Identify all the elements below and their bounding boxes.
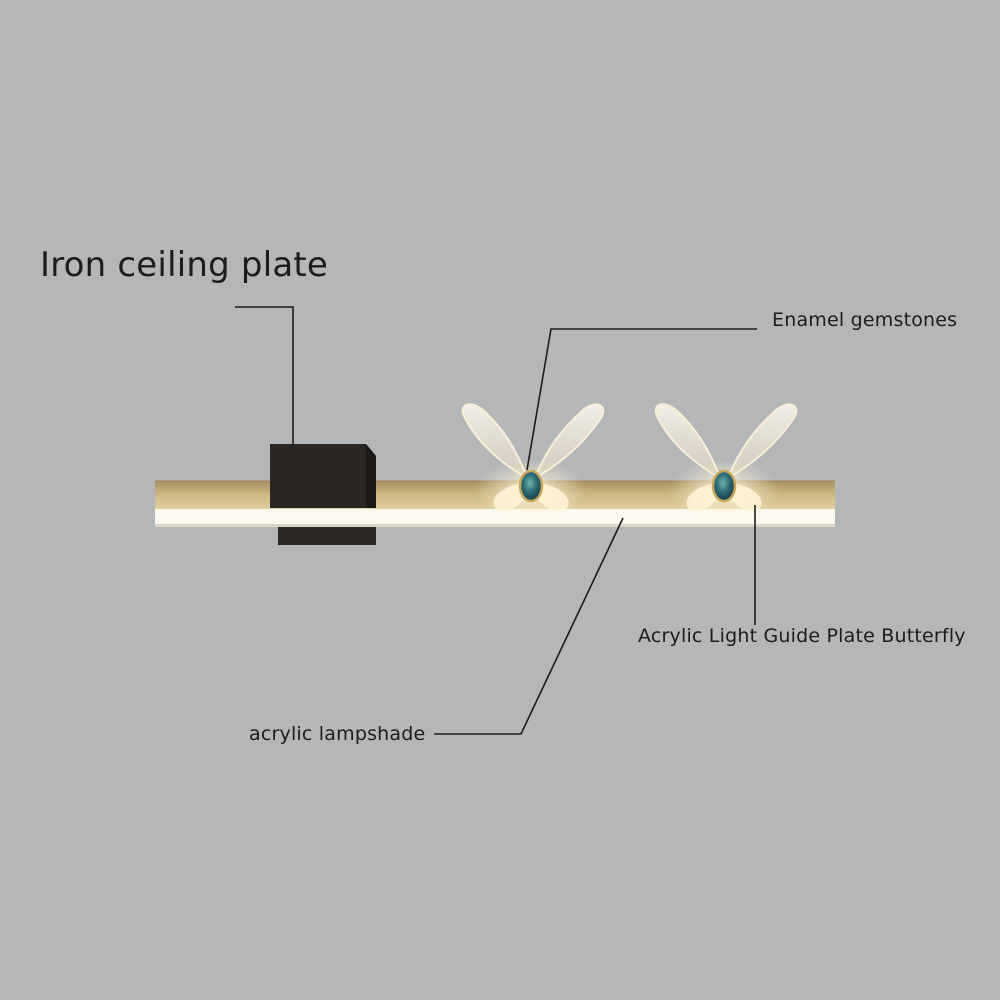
butterfly-wing-left <box>461 403 529 481</box>
butterfly-1 <box>461 403 605 520</box>
butterfly-wing-right <box>726 403 798 481</box>
label-acrylic-light-guide-plate-butterfly: Acrylic Light Guide Plate Butterfly <box>638 625 966 647</box>
enamel-gemstone <box>518 469 544 503</box>
leader-iron-ceiling-plate <box>235 306 294 444</box>
label-acrylic-lampshade: acrylic lampshade <box>249 723 426 745</box>
butterfly-wing-right <box>533 403 605 481</box>
label-iron-ceiling-plate: Iron ceiling plate <box>40 245 329 285</box>
leader-enamel-gemstones <box>526 328 757 471</box>
iron-ceiling-plate <box>270 444 376 508</box>
butterfly-wing-left <box>654 403 722 481</box>
acrylic-lampshade-strip <box>155 509 835 526</box>
butterfly-2 <box>654 403 798 520</box>
enamel-gemstone <box>711 469 737 503</box>
leader-lines <box>235 306 757 735</box>
label-enamel-gemstones: Enamel gemstones <box>772 309 958 331</box>
leader-acrylic-lampshade <box>434 517 624 735</box>
